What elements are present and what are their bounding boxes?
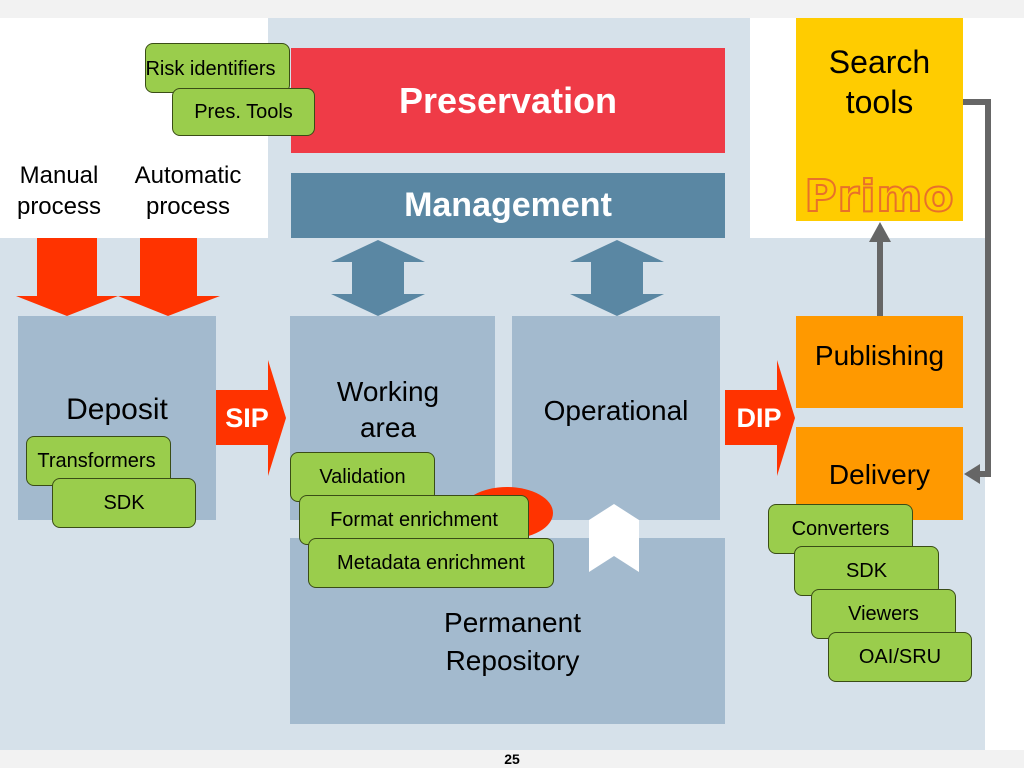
management-label: Management	[404, 186, 612, 224]
automatic-process-label: Automatic process	[134, 162, 242, 220]
sdk-delivery-tag: SDK	[794, 546, 939, 596]
dip-label: DIP	[736, 402, 782, 433]
automatic-down-arrow	[118, 238, 220, 316]
operational-double-arrow	[570, 240, 664, 316]
transformers-label: Transformers	[37, 449, 156, 472]
preservation-label: Preservation	[398, 79, 618, 121]
operational-label: Operational	[543, 394, 689, 426]
oai-sru-label: OAI/SRU	[858, 645, 942, 668]
pres-tools-tag: Pres. Tools	[172, 88, 315, 136]
converters-label: Converters	[791, 517, 890, 540]
pres-tools-label: Pres. Tools	[194, 100, 293, 123]
metadata-enrichment-label: Metadata enrichment	[337, 551, 525, 574]
deposit-label: Deposit	[66, 393, 168, 427]
publishing-box: Publishing	[796, 316, 963, 408]
sdk-deposit-label: SDK	[103, 491, 145, 514]
search-to-delivery-line	[963, 99, 991, 477]
dip-arrow	[725, 360, 795, 476]
sip-arrow	[216, 360, 286, 476]
risk-identifiers-tag: Risk identifiers	[145, 43, 290, 93]
sdk-deposit-tag: SDK	[52, 478, 196, 528]
format-enrichment-label: Format enrichment	[330, 508, 498, 531]
repository-to-operational-arrow	[589, 504, 639, 572]
validation-label: Validation	[319, 465, 406, 488]
sdk-delivery-label: SDK	[845, 559, 888, 582]
preservation-box: Preservation	[291, 48, 725, 153]
operational-box	[512, 316, 720, 520]
permanent-repository-label: Permanent Repository	[444, 607, 581, 676]
search-tools-label: Search tools	[828, 44, 931, 120]
converters-tag: Converters	[768, 504, 913, 554]
risk-identifiers-label: Risk identifiers	[145, 58, 276, 80]
search-tools-box: Search tools Primo	[796, 18, 963, 223]
validation-tag: Validation	[290, 452, 435, 502]
working-double-arrow	[331, 240, 425, 316]
viewers-label: Viewers	[848, 602, 919, 625]
manual-down-arrow	[16, 238, 118, 316]
working-area-label: Working area	[336, 376, 440, 443]
publishing-label: Publishing	[814, 340, 945, 371]
sip-label: SIP	[225, 402, 269, 433]
viewers-tag: Viewers	[811, 589, 956, 639]
delivery-label: Delivery	[828, 459, 931, 490]
metadata-enrichment-tag: Metadata enrichment	[308, 538, 554, 588]
delivery-arrow-head	[964, 464, 980, 484]
oai-sru-tag: OAI/SRU	[828, 632, 972, 682]
bottom-band	[0, 750, 1024, 768]
top-band	[0, 0, 1024, 18]
search-arrow-head	[869, 222, 891, 242]
format-enrichment-tag: Format enrichment	[299, 495, 529, 545]
slide-number: 25	[504, 751, 520, 767]
management-box: Management	[291, 173, 725, 238]
primo-logo: Primo	[803, 170, 955, 223]
manual-process-label: Manual process	[16, 162, 102, 220]
